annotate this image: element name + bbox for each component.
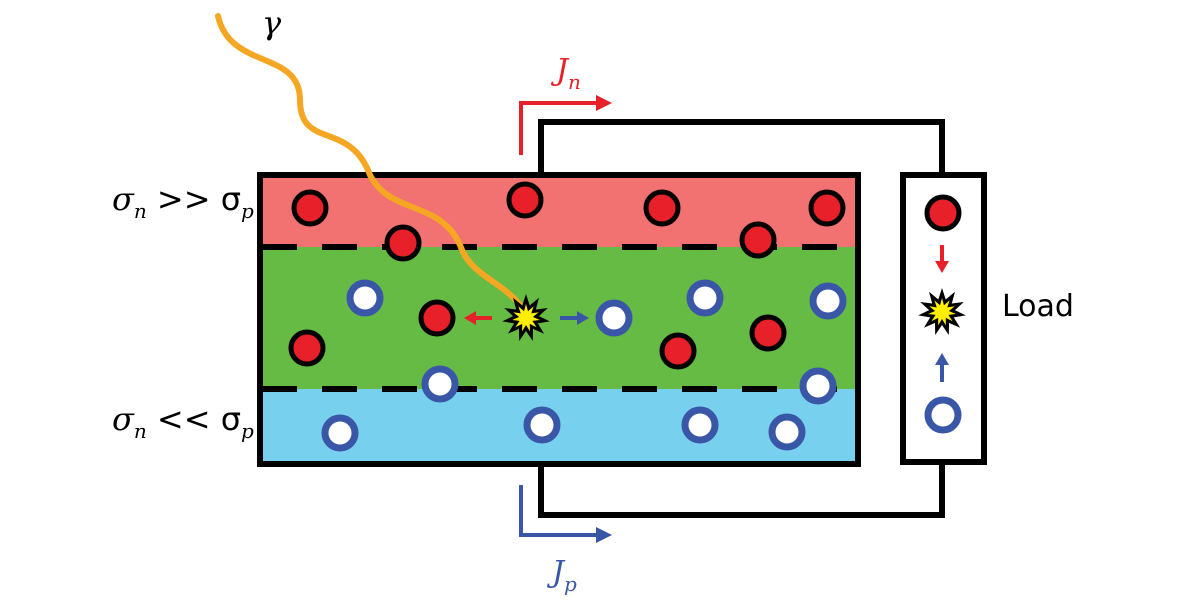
hole (924, 396, 962, 434)
electron (659, 332, 697, 370)
electron (643, 189, 681, 227)
hole (768, 413, 806, 451)
jn-current-arrow-icon (519, 95, 612, 155)
hole (321, 414, 359, 452)
photon-path (215, 13, 523, 308)
device-outline (257, 172, 861, 467)
hole (809, 282, 847, 320)
hole (421, 365, 459, 403)
electron (924, 194, 962, 232)
top-wire (538, 119, 945, 175)
load-electron-arrow-icon (935, 245, 949, 273)
hole (523, 406, 561, 444)
electron (288, 329, 326, 367)
electron (291, 189, 329, 227)
jn-label: Jn (550, 53, 581, 94)
electron (506, 181, 544, 219)
hole (346, 279, 384, 317)
hole (595, 299, 633, 337)
bottom-conductivity-label: σn << σp (112, 400, 254, 443)
bottom-wire (538, 462, 945, 518)
hole (799, 367, 837, 405)
hole (686, 279, 724, 317)
photon-symbol: γ (262, 4, 282, 42)
electron (808, 189, 846, 227)
jp-label: Jp (546, 555, 577, 596)
hole (681, 406, 719, 444)
load-hole-arrow-icon (935, 353, 949, 382)
recombination-burst-icon (918, 288, 966, 335)
electron (749, 314, 787, 352)
hole-drift-arrow-icon (560, 311, 589, 325)
generation-burst-icon (502, 294, 550, 341)
electron (418, 299, 456, 337)
electron (739, 221, 777, 259)
electron-drift-arrow-icon (464, 311, 492, 325)
electron (384, 224, 422, 262)
top-conductivity-label: σn >> σp (112, 180, 254, 223)
load-label: Load (1002, 289, 1074, 324)
jp-current-arrow-icon (519, 485, 612, 543)
